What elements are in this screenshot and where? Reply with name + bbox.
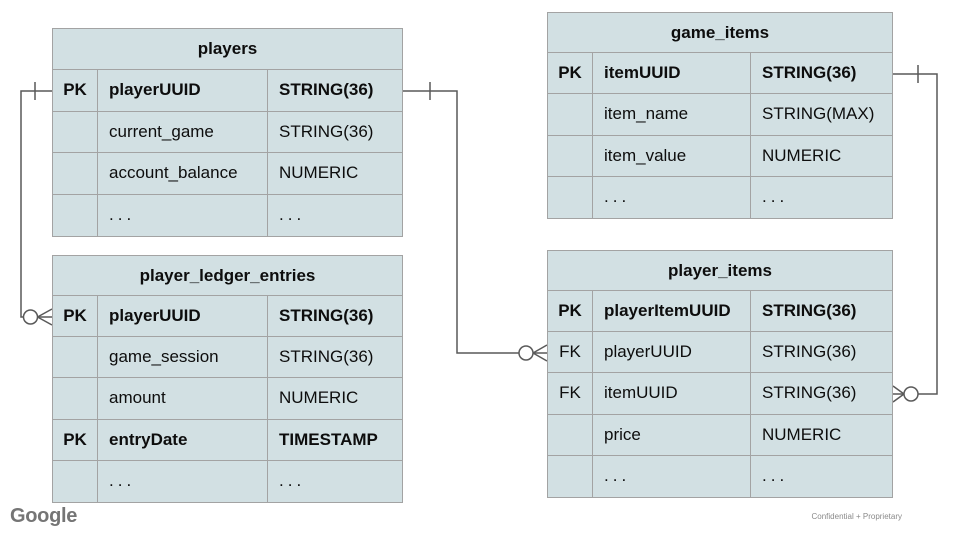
- relationship-game-items-to-player-items: [892, 65, 938, 403]
- field-type-cell: STRING(36): [279, 121, 374, 141]
- table-row: PK itemUUID STRING(36): [548, 53, 892, 95]
- erd-table-player-ledger-entries: player_ledger_entries PK playerUUID STRI…: [52, 255, 403, 503]
- table-row: ... ...: [53, 460, 402, 502]
- table-row: price NUMERIC: [548, 414, 892, 456]
- table-row: PK entryDate TIMESTAMP: [53, 419, 402, 461]
- key-cell: [548, 135, 593, 176]
- table-title: player_items: [548, 251, 892, 291]
- crow-foot-icon: [892, 385, 905, 403]
- field-name-cell: price: [593, 414, 751, 455]
- field-type-cell: STRING(36): [762, 342, 857, 362]
- field-name-cell: itemUUID: [593, 53, 751, 94]
- table-row: FK itemUUID STRING(36): [548, 373, 892, 415]
- table-title: game_items: [548, 13, 892, 53]
- erd-table-player-items: player_items PK playerItemUUID STRING(36…: [547, 250, 893, 498]
- field-type-cell: NUMERIC: [279, 163, 359, 183]
- field-type-cell: STRING(36): [762, 301, 857, 321]
- table-title: player_ledger_entries: [53, 256, 402, 296]
- field-name-cell: ...: [593, 176, 751, 218]
- relationship-line: [20, 90, 52, 318]
- key-cell: PK: [548, 53, 593, 94]
- key-cell: [548, 414, 593, 455]
- key-cell: FK: [548, 373, 593, 414]
- crow-foot-icon: [532, 344, 548, 362]
- field-name-cell: ...: [98, 460, 268, 502]
- erd-table-game-items: game_items PK itemUUID STRING(36) item_n…: [547, 12, 893, 219]
- field-type-cell: ...: [279, 205, 306, 225]
- field-name-cell: entryDate: [98, 419, 268, 460]
- field-name-cell: ...: [98, 194, 268, 236]
- field-name-cell: item_name: [593, 94, 751, 135]
- field-name-cell: current_game: [98, 111, 268, 152]
- table-row: ... ...: [548, 176, 892, 218]
- erd-table-players: players PK playerUUID STRING(36) current…: [52, 28, 403, 237]
- field-type-cell: STRING(36): [762, 383, 857, 403]
- table-row: PK playerUUID STRING(36): [53, 70, 402, 112]
- table-row: PK playerUUID STRING(36): [53, 296, 402, 338]
- table-row: item_name STRING(MAX): [548, 94, 892, 136]
- field-type-cell: NUMERIC: [279, 388, 359, 408]
- table-row: PK playerItemUUID STRING(36): [548, 291, 892, 333]
- field-name-cell: playerItemUUID: [593, 291, 751, 332]
- field-type-cell: STRING(MAX): [762, 104, 875, 124]
- field-name-cell: game_session: [98, 337, 268, 378]
- relationship-players-to-player-ledger-entries: [20, 82, 53, 326]
- field-type-cell: ...: [762, 466, 789, 486]
- field-name-cell: item_value: [593, 135, 751, 176]
- key-cell: [53, 460, 98, 502]
- key-cell: [53, 378, 98, 419]
- table-row: game_session STRING(36): [53, 337, 402, 379]
- key-cell: [548, 176, 593, 218]
- field-type-cell: STRING(36): [762, 63, 857, 83]
- field-name-cell: playerUUID: [593, 332, 751, 373]
- confidential-note: Confidential + Proprietary: [811, 512, 903, 521]
- table-row: amount NUMERIC: [53, 378, 402, 420]
- crow-foot-icon: [37, 308, 53, 326]
- relationship-line: [403, 90, 547, 354]
- field-type-cell: STRING(36): [279, 80, 374, 100]
- relationship-players-to-player-items: [403, 82, 548, 362]
- field-name-cell: ...: [593, 455, 751, 497]
- field-name-cell: amount: [98, 378, 268, 419]
- table-row: current_game STRING(36): [53, 111, 402, 153]
- key-cell: [53, 111, 98, 152]
- relationship-line: [893, 73, 938, 395]
- key-cell: [53, 337, 98, 378]
- key-cell: [53, 194, 98, 236]
- key-cell: PK: [53, 419, 98, 460]
- field-name-cell: account_balance: [98, 153, 268, 194]
- key-cell: [548, 94, 593, 135]
- google-logo: Google: [10, 505, 78, 527]
- field-type-cell: STRING(36): [279, 347, 374, 367]
- field-type-cell: ...: [279, 471, 306, 491]
- zero-circle-icon: [22, 309, 39, 325]
- field-name-cell: itemUUID: [593, 373, 751, 414]
- field-type-cell: NUMERIC: [762, 145, 842, 165]
- key-cell: [548, 455, 593, 497]
- table-row: account_balance NUMERIC: [53, 153, 402, 195]
- zero-circle-icon: [518, 345, 534, 361]
- table-row: ... ...: [53, 194, 402, 236]
- field-type-cell: NUMERIC: [762, 424, 842, 444]
- table-row: FK playerUUID STRING(36): [548, 332, 892, 374]
- field-type-cell: ...: [762, 187, 789, 207]
- field-name-cell: playerUUID: [98, 296, 268, 337]
- table-row: item_value NUMERIC: [548, 135, 892, 177]
- key-cell: [53, 153, 98, 194]
- table-row: ... ...: [548, 455, 892, 497]
- field-type-cell: STRING(36): [279, 306, 374, 326]
- key-cell: PK: [53, 70, 98, 111]
- table-title: players: [53, 29, 402, 70]
- key-cell: PK: [548, 291, 593, 332]
- field-type-cell: TIMESTAMP: [279, 429, 378, 449]
- field-name-cell: playerUUID: [98, 70, 268, 111]
- zero-circle-icon: [903, 386, 919, 402]
- key-cell: PK: [53, 296, 98, 337]
- key-cell: FK: [548, 332, 593, 373]
